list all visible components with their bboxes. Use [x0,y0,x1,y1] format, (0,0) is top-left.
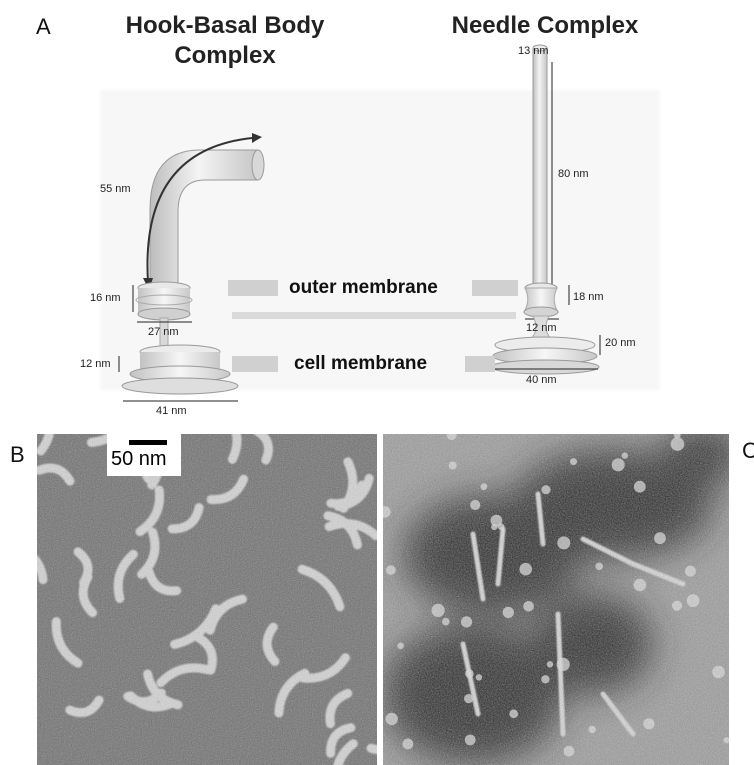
scale-bar [129,440,167,445]
scale-bar-label: 50 nm [109,448,169,470]
micrograph-c-image [383,434,729,765]
label-outer-membrane: outer membrane [289,277,438,299]
label-cell-membrane: cell membrane [294,353,427,375]
hook-end [252,150,264,180]
micrograph-b: 50 nm [37,434,377,765]
hbb-base-bottom [122,378,238,394]
label-hbb-base-height: 12 nm [80,358,111,370]
needle-base-bottom [491,360,599,374]
label-needle-length: 80 nm [558,168,589,180]
needle-complex-title: Needle Complex [400,12,690,40]
label-needle-tip: 13 nm [518,45,549,57]
needle-shaft [533,48,547,288]
label-hook-length: 55 nm [100,183,131,195]
hook-basal-body-title-line2: Complex [80,42,370,70]
micrograph-c [383,434,729,765]
label-needle-base-height: 20 nm [605,337,636,349]
cell-membrane-bar-left [232,356,278,372]
cell-membrane-bar-right [465,356,495,372]
label-hbb-ring-width: 27 nm [148,326,179,338]
label-needle-base-width: 40 nm [526,374,557,386]
label-needle-ring-height: 18 nm [573,291,604,303]
outer-membrane-lower-bar [232,312,516,319]
hook-basal-body-title-line1: Hook-Basal Body [80,12,370,40]
panel-label-b: B [10,442,25,468]
label-hbb-base-width: 41 nm [156,405,187,417]
label-needle-ring-width: 12 nm [526,322,557,334]
outer-membrane-bar-right [472,280,518,296]
panel-label-a: A [36,14,51,40]
label-hbb-ring-height: 16 nm [90,292,121,304]
outer-membrane-bar-left [228,280,278,296]
panel-label-c: C [742,438,754,464]
micrograph-b-image [37,434,377,765]
